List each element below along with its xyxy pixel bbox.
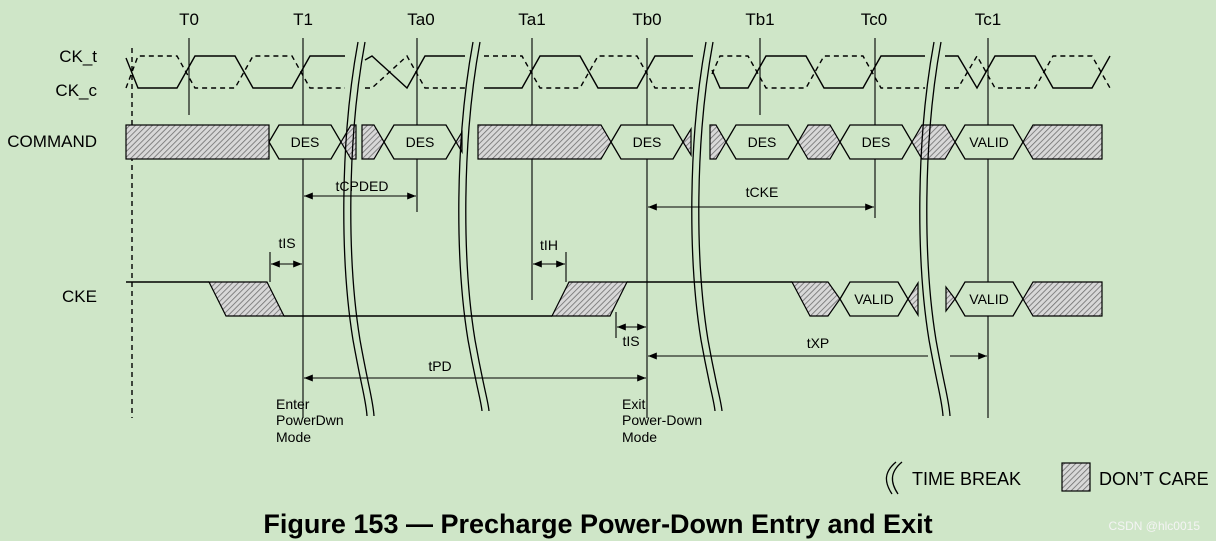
time-label-tb1: Tb1 — [745, 10, 774, 29]
cke-dont-care-5 — [945, 285, 956, 313]
enter-powerdown-note: Enter PowerDwn Mode — [276, 396, 344, 445]
tis-label: tIS — [278, 235, 295, 251]
command-dont-care-7 — [709, 124, 727, 160]
tcke-label: tCKE — [746, 184, 779, 200]
time-break-1-pair — [350, 41, 375, 417]
tpd-label: tPD — [428, 358, 451, 374]
signal-label-command: COMMAND — [7, 132, 97, 151]
time-label-t1: T1 — [293, 10, 313, 29]
cke-state-1: VALID — [854, 291, 893, 307]
signal-label-ck-t: CK_t — [59, 47, 97, 66]
command-state-3: DES — [633, 134, 662, 150]
cke-dont-care-2 — [551, 281, 628, 317]
time-labels: T0 T1 Ta0 Ta1 Tb0 Tb1 Tc0 Tc1 — [179, 10, 1001, 29]
watermark: CSDN @hlc0015 — [1108, 519, 1200, 533]
signal-label-ck-c: CK_c — [55, 81, 97, 100]
cke-dont-care-4 — [907, 280, 919, 318]
cke-dont-care-3 — [791, 281, 841, 317]
time-break-2-pair — [465, 41, 490, 412]
dont-care-legend-swatch — [1061, 462, 1091, 492]
command-dont-care-5 — [477, 124, 612, 160]
enter-note-line-2: PowerDwn — [276, 412, 344, 428]
time-label-tb0: Tb0 — [632, 10, 661, 29]
enter-note-line-1: Enter — [276, 396, 310, 412]
tih-label: tIH — [540, 237, 558, 253]
command-state-5: DES — [862, 134, 891, 150]
command-state-6: VALID — [969, 134, 1008, 150]
time-break-3-pair — [698, 41, 723, 412]
cke-dont-care-6 — [1022, 281, 1103, 317]
tis2-label: tIS — [622, 333, 639, 349]
ck-t-waveform — [125, 55, 1111, 90]
command-dont-care-1 — [125, 124, 270, 160]
time-break-4 — [919, 41, 944, 417]
time-label-tc1: Tc1 — [975, 10, 1001, 29]
command-dont-care-6 — [682, 126, 692, 158]
figure-title: Figure 153 — Precharge Power-Down Entry … — [263, 509, 932, 539]
exit-note-line-1: Exit — [622, 396, 645, 412]
legend: TIME BREAK DON’T CARE — [885, 461, 1209, 495]
cke-waveform: VALID VALID — [126, 280, 1103, 318]
enter-note-line-3: Mode — [276, 429, 311, 445]
time-break-4-pair — [926, 41, 951, 417]
txp-label: tXP — [807, 335, 830, 351]
command-bus: DES DES DES DES DES VALID — [125, 124, 1103, 160]
tcpded-label: tCPDED — [336, 178, 389, 194]
clock-edge-lines — [188, 38, 989, 418]
exit-note-line-3: Mode — [622, 429, 657, 445]
time-break-2 — [458, 41, 483, 412]
signal-label-cke: CKE — [62, 287, 97, 306]
cke-dont-care-1 — [208, 281, 285, 317]
time-break-3 — [691, 41, 716, 412]
ck-c-waveform — [125, 54, 1111, 89]
command-dont-care-9 — [911, 124, 956, 160]
cke-state-2: VALID — [969, 291, 1008, 307]
time-break-legend-icon — [885, 461, 897, 495]
command-dont-care-8 — [797, 124, 841, 160]
time-break-1 — [343, 41, 368, 417]
command-state-4: DES — [748, 134, 777, 150]
command-dont-care-3 — [361, 124, 385, 160]
time-breaks — [343, 41, 951, 417]
exit-powerdown-note: Exit Power-Down Mode — [622, 396, 702, 445]
timing-annotations: tCPDED tCKE tIS tIH tIS tXP tPD — [269, 178, 987, 382]
time-label-ta0: Ta0 — [407, 10, 434, 29]
time-break-legend-label: TIME BREAK — [912, 469, 1021, 489]
command-state-2: DES — [406, 134, 435, 150]
time-break-legend-icon-pair — [891, 461, 903, 495]
time-label-t0: T0 — [179, 10, 199, 29]
signal-labels: CK_t CK_c COMMAND CKE — [7, 47, 97, 306]
time-label-tc0: Tc0 — [861, 10, 887, 29]
dont-care-legend-label: DON’T CARE — [1099, 469, 1209, 489]
command-state-1: DES — [291, 134, 320, 150]
exit-note-line-2: Power-Down — [622, 412, 702, 428]
time-label-ta1: Ta1 — [518, 10, 545, 29]
command-dont-care-10 — [1022, 124, 1103, 160]
